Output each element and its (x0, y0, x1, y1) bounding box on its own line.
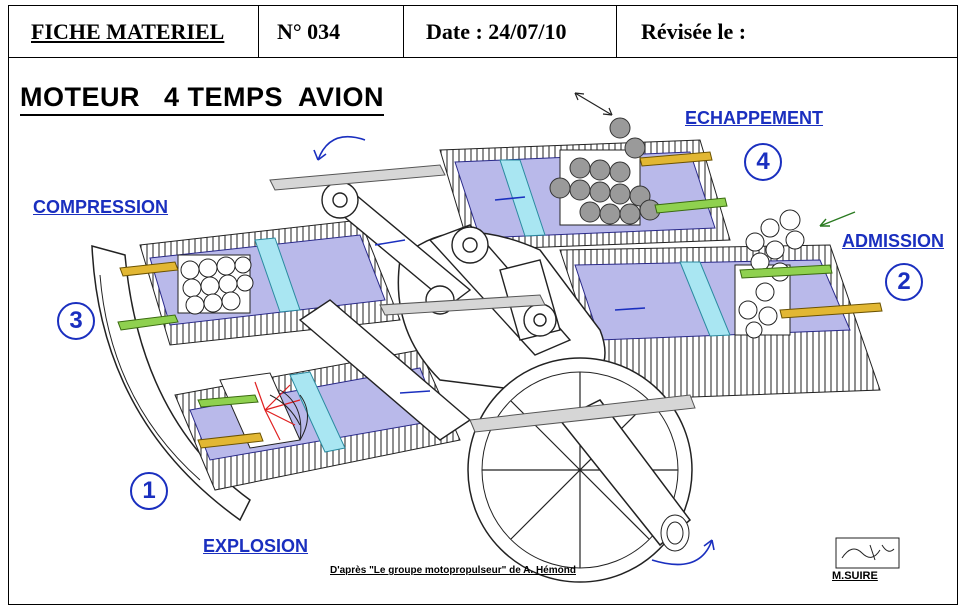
doc-number: N° 034 (277, 19, 341, 44)
push-rods (269, 164, 696, 433)
revised-cell: Révisée le : (617, 6, 957, 58)
number-cell: N° 034 (259, 6, 404, 58)
exhaust-arrow (574, 92, 613, 116)
intake-mixture (738, 209, 805, 339)
doc-type-cell: FICHE MATERIEL (9, 6, 259, 58)
phase-number-1: 1 (130, 472, 168, 510)
left-casing (91, 245, 251, 522)
signature-logo (835, 537, 900, 569)
header-bar: FICHE MATERIEL N° 034 Date : 24/07/10 Ré… (9, 6, 957, 58)
phase-number-4: 4 (744, 143, 782, 181)
label-explosion: EXPLOSION (203, 536, 309, 556)
label-echappement: ECHAPPEMENT (685, 108, 824, 128)
doc-revised: Révisée le : (641, 19, 747, 44)
source-credit: D'après "Le groupe motopropulseur" de A.… (330, 565, 576, 576)
page-title: MOTEUR 4 TEMPS AVION (20, 82, 385, 116)
intake-arrow (819, 211, 856, 227)
rotation-arrows (313, 136, 715, 566)
phase-number-3: 3 (57, 302, 95, 340)
doc-date: Date : 24/07/10 (426, 19, 567, 44)
author-name: M.SUIRE (832, 570, 878, 582)
combustion-lines (269, 389, 308, 441)
spark-explosion (254, 381, 301, 441)
date-cell: Date : 24/07/10 (404, 6, 617, 58)
connecting-rods (298, 181, 572, 441)
label-admission: ADMISSION (842, 231, 945, 251)
label-compression: COMPRESSION (33, 197, 169, 217)
valves (117, 151, 883, 449)
compressed-mixture (180, 256, 254, 315)
doc-type: FICHE MATERIEL (31, 19, 225, 44)
phase-number-2: 2 (885, 263, 923, 301)
document-sheet: FICHE MATERIEL N° 034 Date : 24/07/10 Ré… (8, 5, 958, 605)
exhaust-gas (549, 117, 661, 225)
